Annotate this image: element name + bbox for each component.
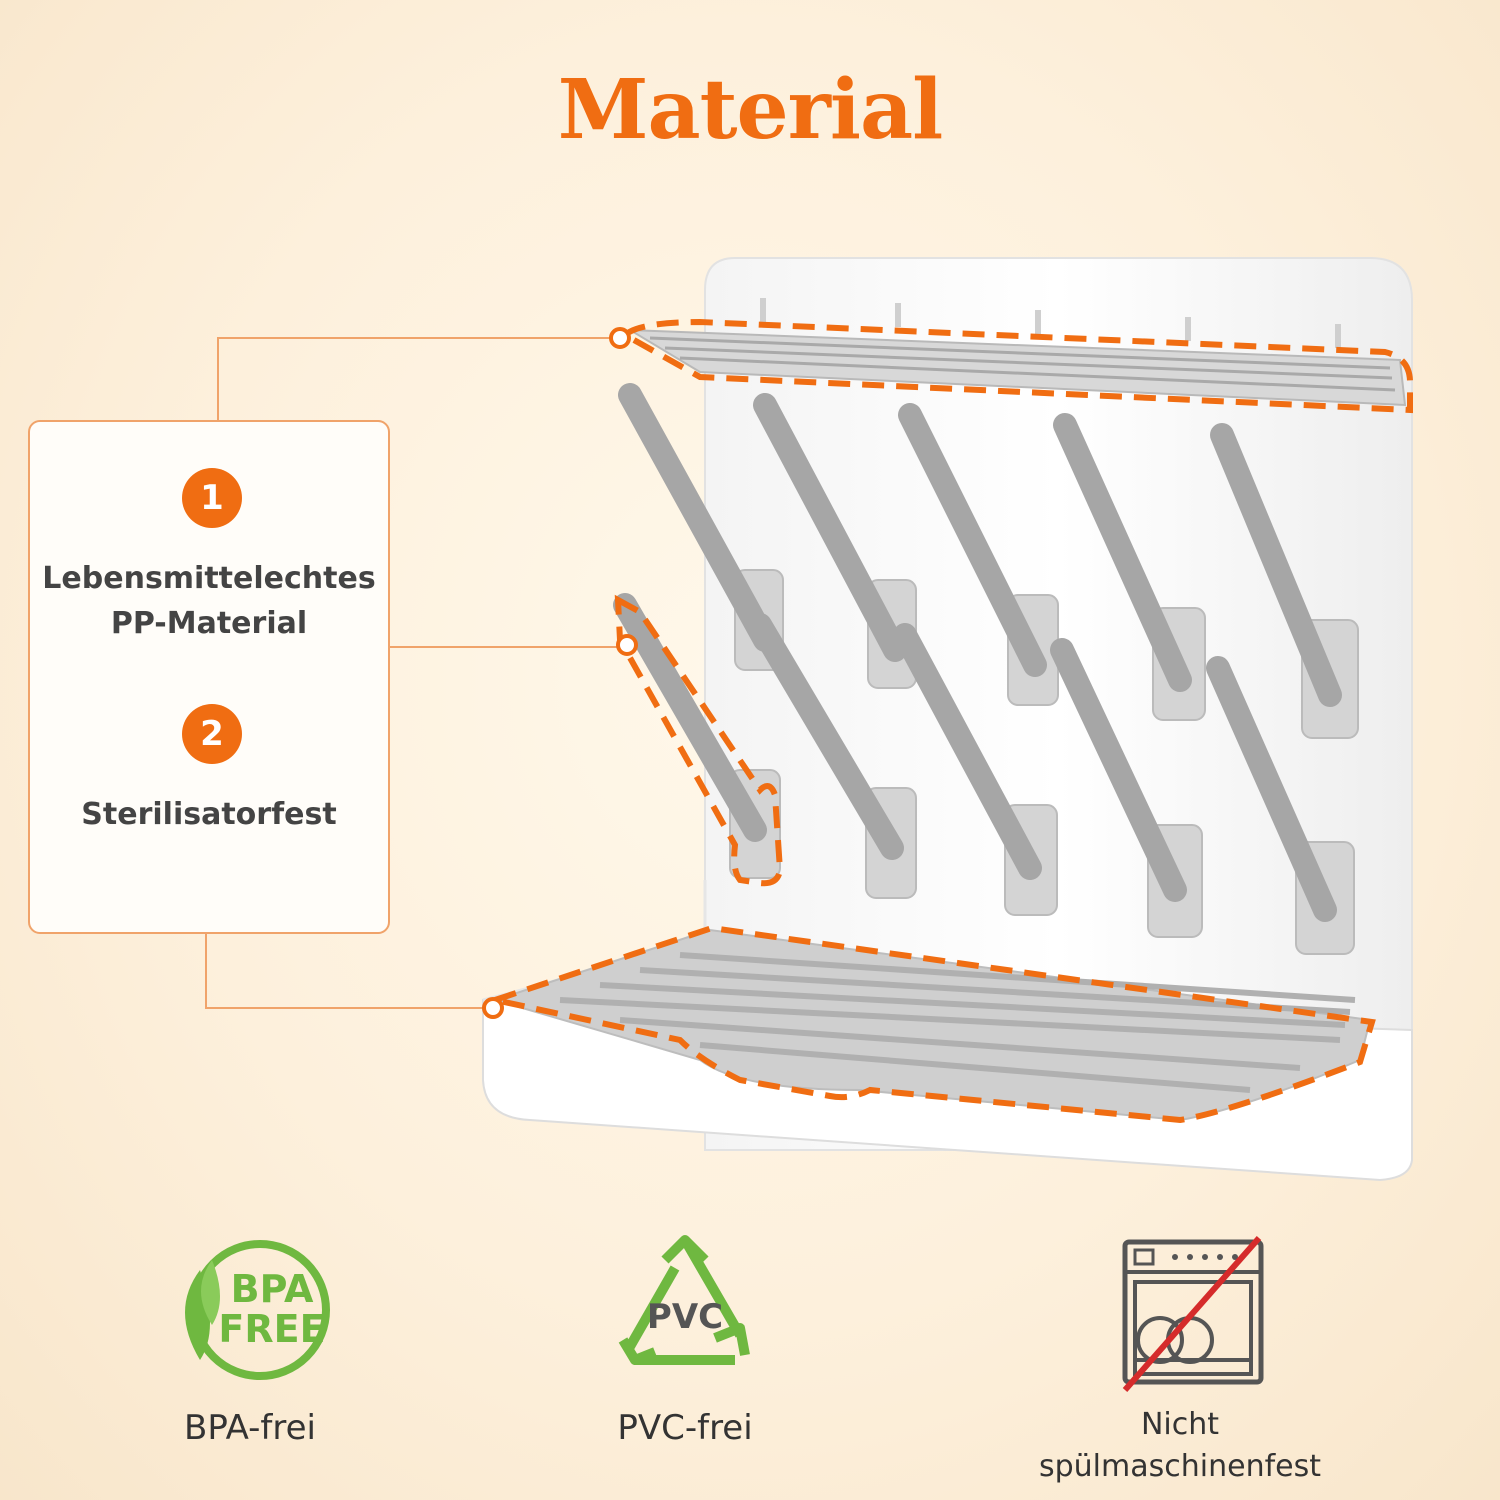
page-title: Material — [557, 62, 944, 158]
top-hooks — [760, 298, 1341, 348]
svg-text:FREE: FREE — [218, 1307, 325, 1351]
badge-dishwasher-label-2: spülmaschinenfest — [1039, 1449, 1321, 1484]
pvc-recycle-icon: PVC — [618, 1235, 750, 1365]
svg-text:PVC: PVC — [647, 1297, 723, 1337]
svg-text:BPA: BPA — [231, 1267, 314, 1311]
badge-pvc-label: PVC-frei — [617, 1408, 753, 1448]
feature-number-2: 2 — [182, 704, 242, 764]
badge-dishwasher: Nicht spülmaschinenfest — [1030, 1230, 1330, 1488]
badge-dishwasher-label-1: Nicht — [1140, 1407, 1220, 1442]
pegs — [613, 383, 1342, 922]
badge-bpa: BPA FREE BPA-frei — [140, 1230, 360, 1448]
callout-lines — [205, 337, 627, 1009]
feature-1-line1: Lebensmittelechtes — [42, 561, 376, 596]
material-highlights — [483, 318, 1413, 1124]
top-shelf — [629, 329, 1407, 407]
bpa-free-icon: BPA FREE — [185, 1240, 330, 1380]
top-shelf-ribs — [649, 336, 1396, 392]
badge-bpa-label: BPA-frei — [184, 1408, 316, 1448]
callout-dots — [482, 327, 638, 1019]
feature-number-1: 1 — [182, 468, 242, 528]
feature-1-line2: PP-Material — [110, 606, 308, 641]
no-dishwasher-icon — [1122, 1236, 1264, 1392]
badge-pvc: PVC PVC-frei — [575, 1230, 795, 1448]
feature-box: 1 Lebensmittelechtes PP-Material 2 Steri… — [28, 420, 390, 934]
feature-2-text: Sterilisatorfest — [81, 797, 337, 832]
